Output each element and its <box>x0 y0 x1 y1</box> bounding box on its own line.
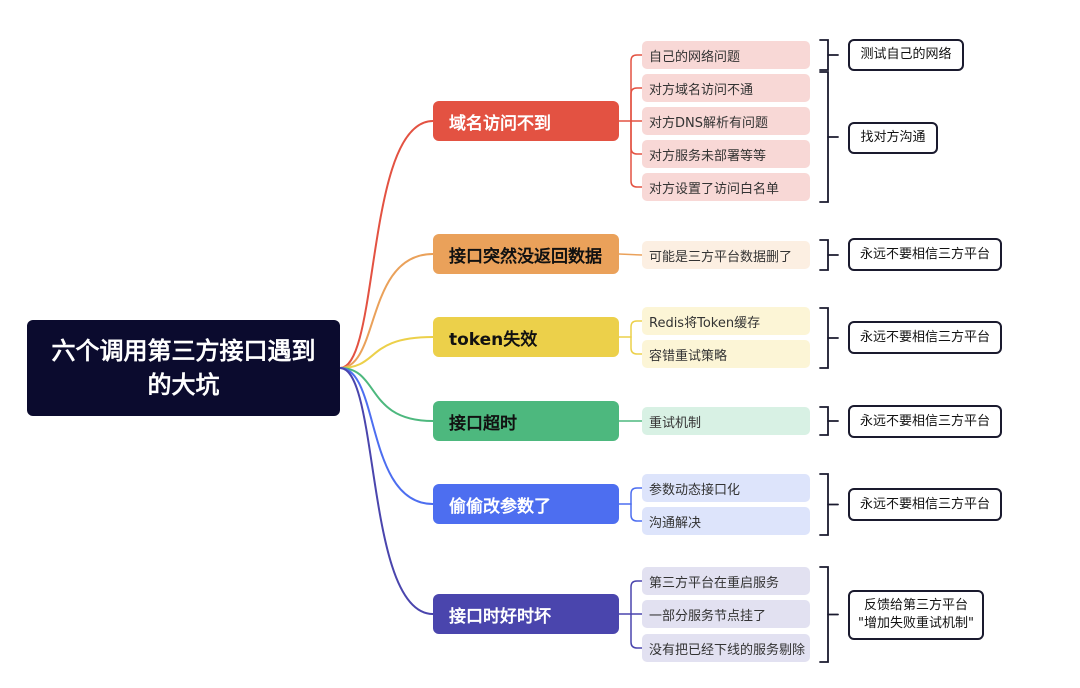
summary-box[interactable]: 反馈给第三方平台 "增加失败重试机制" <box>848 590 984 640</box>
leaf-item[interactable]: 对方服务未部署等等 <box>642 140 810 168</box>
root-branch-connector <box>339 367 434 505</box>
root-branch-connector <box>339 336 434 369</box>
leaf-item[interactable]: Redis将Token缓存 <box>642 307 810 335</box>
branch-no-data-returned[interactable]: 接口突然没返回数据 <box>433 234 619 274</box>
branch-leaf-connector <box>630 320 643 338</box>
summary-bracket <box>819 307 829 369</box>
summary-bracket <box>819 39 829 71</box>
leaf-item[interactable]: 可能是三方平台数据删了 <box>642 241 810 269</box>
root-branch-connector <box>339 253 434 369</box>
leaf-item[interactable]: 没有把已经下线的服务剔除 <box>642 634 810 662</box>
root-branch-connector <box>339 367 434 615</box>
summary-bracket <box>819 473 829 536</box>
summary-box[interactable]: 永远不要相信三方平台 <box>848 321 1002 354</box>
leaf-item[interactable]: 沟通解决 <box>642 507 810 535</box>
branch-intermittent[interactable]: 接口时好时坏 <box>433 594 619 634</box>
leaf-item[interactable]: 对方设置了访问白名单 <box>642 173 810 201</box>
leaf-item[interactable]: 参数动态接口化 <box>642 474 810 502</box>
branch-leaf-connector <box>618 253 643 256</box>
leaf-item[interactable]: 对方DNS解析有问题 <box>642 107 810 135</box>
branch-leaf-connector <box>630 580 643 615</box>
branch-leaf-connector <box>630 336 643 355</box>
summary-bracket <box>819 566 829 663</box>
branch-leaf-connector <box>630 87 643 122</box>
leaf-item[interactable]: 第三方平台在重启服务 <box>642 567 810 595</box>
branch-params-changed[interactable]: 偷偷改参数了 <box>433 484 619 524</box>
root-branch-connector <box>339 367 434 422</box>
branch-leaf-connector <box>630 54 643 122</box>
summary-box[interactable]: 找对方沟通 <box>848 122 938 154</box>
branch-leaf-connector <box>630 120 643 155</box>
branch-leaf-connector <box>630 487 643 505</box>
root-topic[interactable]: 六个调用第三方接口遇到的大坑 <box>27 320 340 416</box>
branch-timeout[interactable]: 接口超时 <box>433 401 619 441</box>
summary-box[interactable]: 永远不要相信三方平台 <box>848 488 1002 521</box>
summary-box[interactable]: 永远不要相信三方平台 <box>848 405 1002 438</box>
summary-bracket <box>819 71 829 203</box>
branch-leaf-connector <box>630 120 643 188</box>
branch-leaf-connector <box>630 613 643 649</box>
summary-bracket <box>819 406 829 436</box>
branch-token-expired[interactable]: token失效 <box>433 317 619 357</box>
summary-box[interactable]: 测试自己的网络 <box>848 39 964 71</box>
branch-leaf-connector <box>630 503 643 522</box>
summary-bracket <box>819 239 829 271</box>
leaf-item[interactable]: 对方域名访问不通 <box>642 74 810 102</box>
leaf-item[interactable]: 一部分服务节点挂了 <box>642 600 810 628</box>
leaf-item[interactable]: 重试机制 <box>642 407 810 435</box>
branch-domain-unreachable[interactable]: 域名访问不到 <box>433 101 619 141</box>
root-branch-connector <box>339 120 434 369</box>
leaf-item[interactable]: 容错重试策略 <box>642 340 810 368</box>
leaf-item[interactable]: 自己的网络问题 <box>642 41 810 69</box>
summary-box[interactable]: 永远不要相信三方平台 <box>848 238 1002 271</box>
